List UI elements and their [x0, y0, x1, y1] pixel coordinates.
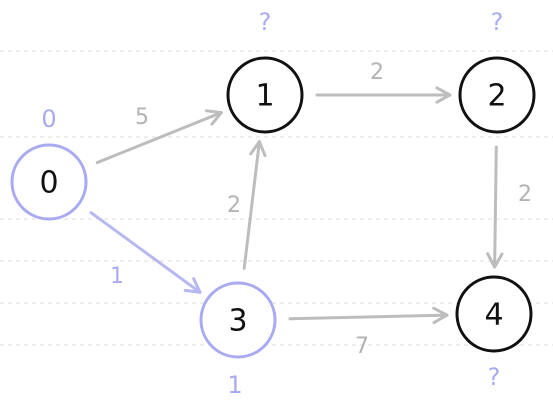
edge-line — [95, 111, 223, 165]
node-distance-label: ? — [491, 8, 504, 36]
edge-3-4: 7 — [288, 306, 449, 359]
node-circle — [458, 56, 536, 134]
node-distance-label: 1 — [227, 371, 242, 399]
node-circle — [10, 143, 88, 221]
node-distance-label: 0 — [41, 105, 56, 133]
edge-weight-label: 2 — [518, 182, 532, 207]
nodes-layer: 001?2?314? — [10, 8, 536, 399]
edge-line — [493, 145, 498, 269]
node-distance-label: ? — [488, 363, 501, 391]
edge-arrowhead — [486, 252, 504, 269]
edge-weight-label: 1 — [110, 264, 124, 289]
node-circle — [199, 281, 277, 359]
edge-weight-label: 2 — [370, 60, 384, 85]
edge-weight-label: 5 — [135, 105, 149, 130]
node-4[interactable]: 4? — [455, 275, 533, 391]
node-circle — [226, 56, 304, 134]
edge-3-1: 2 — [227, 140, 267, 270]
edge-weight-label: 2 — [227, 193, 241, 218]
node-0[interactable]: 00 — [10, 105, 88, 221]
node-1[interactable]: 1? — [226, 8, 304, 134]
node-circle — [455, 275, 533, 353]
edge-2-4: 2 — [486, 145, 532, 269]
edges-layer: 5 1 2 2 2 7 — [89, 60, 532, 359]
node-distance-label: ? — [259, 8, 272, 36]
edge-arrowhead — [432, 306, 449, 325]
edge-weight-label: 7 — [355, 334, 369, 359]
node-label: 4 — [484, 298, 503, 333]
edge-1-2: 2 — [315, 60, 452, 104]
node-label: 3 — [228, 304, 247, 339]
edge-0-1: 5 — [95, 105, 223, 165]
node-label: 2 — [487, 79, 506, 114]
node-label: 1 — [255, 79, 274, 114]
edge-line — [89, 211, 202, 294]
node-3[interactable]: 31 — [199, 281, 277, 399]
edge-arrowhead — [435, 86, 452, 104]
edge-arrowhead — [205, 109, 223, 126]
node-label: 0 — [39, 166, 58, 201]
node-2[interactable]: 2? — [458, 8, 536, 134]
edge-arrowhead — [183, 277, 202, 294]
edge-0-3: 1 — [89, 211, 202, 294]
edge-line — [242, 140, 261, 270]
edge-arrowhead — [249, 140, 267, 158]
edge-line — [288, 313, 449, 321]
